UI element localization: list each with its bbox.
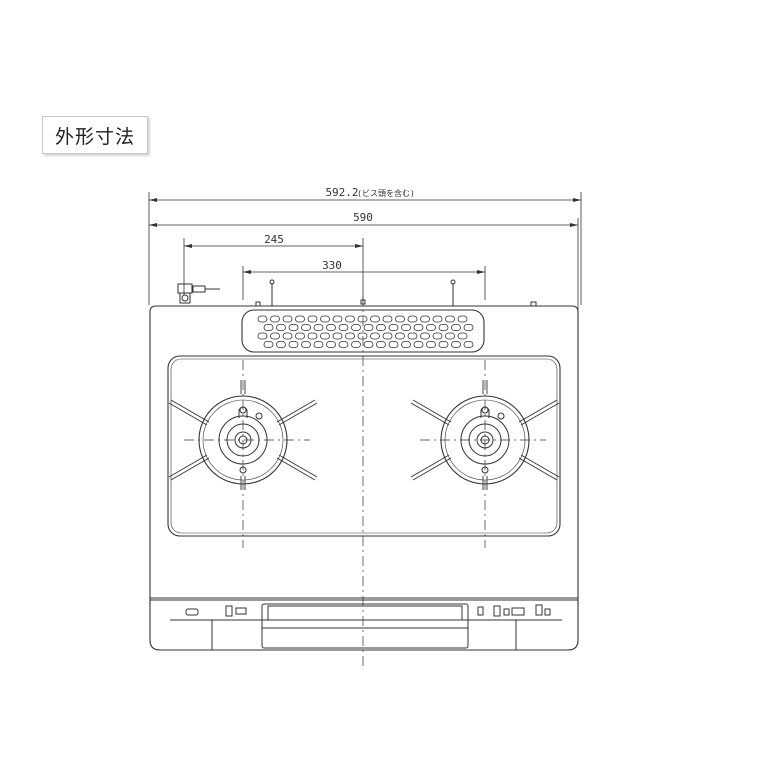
vent-slot [351, 341, 361, 348]
vent-slot [357, 315, 368, 323]
vent-slot [463, 341, 474, 348]
vent-slot [332, 332, 343, 340]
vent-slot [395, 332, 405, 340]
dimension-overall: 590 [149, 211, 579, 310]
dimension-value-330: 330 [322, 259, 342, 272]
vent-slot [432, 315, 443, 323]
vent-slot [407, 315, 418, 323]
vent-slot [282, 332, 293, 340]
dimension-burner-offset: 245 [183, 233, 364, 300]
vent-slot [270, 332, 280, 340]
vent-slot [313, 324, 324, 331]
stove-body [149, 305, 579, 651]
vent-slot [307, 332, 318, 340]
vent-slot [307, 315, 318, 323]
vent-slot [401, 324, 411, 331]
vent-slot [413, 324, 424, 331]
vent-slot [332, 315, 343, 323]
vent-slot [295, 332, 305, 340]
dimension-value-592: 592.2 [325, 186, 358, 199]
vent-slot [420, 315, 430, 323]
top-plate [167, 355, 561, 537]
vent-slot [401, 341, 411, 348]
vent-slot [382, 315, 393, 323]
vent-slot [432, 332, 443, 340]
vent-slot [420, 332, 430, 340]
vent-slot [357, 332, 368, 340]
vent-slot [370, 315, 380, 323]
vent-slot [426, 341, 436, 348]
vent-slot [345, 315, 355, 323]
vent-slot [363, 341, 374, 348]
vent-slot [276, 324, 286, 331]
vent-slot [270, 315, 280, 323]
vent-slot [326, 324, 336, 331]
vent-slot [338, 324, 349, 331]
vent-slot [451, 324, 461, 331]
vent-slot [438, 324, 449, 331]
vent-slot [257, 332, 268, 340]
vent-slot [288, 341, 299, 348]
vent-slot [388, 324, 399, 331]
vent-slot [301, 324, 311, 331]
vent-slot [320, 332, 330, 340]
vent-slot [301, 341, 311, 348]
gas-inlet-fitting [177, 283, 220, 304]
vent-slot [263, 341, 274, 348]
vent-slot [370, 332, 380, 340]
vent-slot [376, 341, 386, 348]
vent-slot [451, 341, 461, 348]
vent-slot [295, 315, 305, 323]
vent-slot [426, 324, 436, 331]
vent-slot [463, 324, 474, 331]
vent-slot [388, 341, 399, 348]
vent-slot [282, 315, 293, 323]
vent-slot [326, 341, 336, 348]
vent-slot [363, 324, 374, 331]
dimension-value-245: 245 [264, 233, 284, 246]
vent-slot [445, 332, 455, 340]
vent-slot [445, 315, 455, 323]
vent-slot [395, 315, 405, 323]
burner-left [168, 380, 318, 490]
burner-right [410, 380, 560, 490]
vent-slot [338, 341, 349, 348]
dimension-burner-spacing: 330 [242, 259, 486, 300]
vent-slot [320, 315, 330, 323]
vent-slot [351, 324, 361, 331]
vent-slot [382, 332, 393, 340]
vent-slot [345, 332, 355, 340]
vent-slot [313, 341, 324, 348]
vent-slot [276, 341, 286, 348]
vent-slot [438, 341, 449, 348]
dimension-overall-with-screws: 592.2 (ビス頭を含む) [148, 186, 582, 305]
vent-slot [457, 315, 468, 323]
vent-slot [413, 341, 424, 348]
section-heading-box: 外形寸法 [42, 116, 148, 154]
dimension-note: (ビス頭を含む) [357, 188, 415, 198]
vent-slot [257, 315, 268, 323]
dimension-value-590: 590 [353, 211, 373, 224]
section-heading: 外形寸法 [54, 125, 135, 148]
vent-slot [263, 324, 274, 331]
vent-slot [288, 324, 299, 331]
vent-slot [407, 332, 418, 340]
vent-slot [457, 332, 468, 340]
vent-slot [376, 324, 386, 331]
